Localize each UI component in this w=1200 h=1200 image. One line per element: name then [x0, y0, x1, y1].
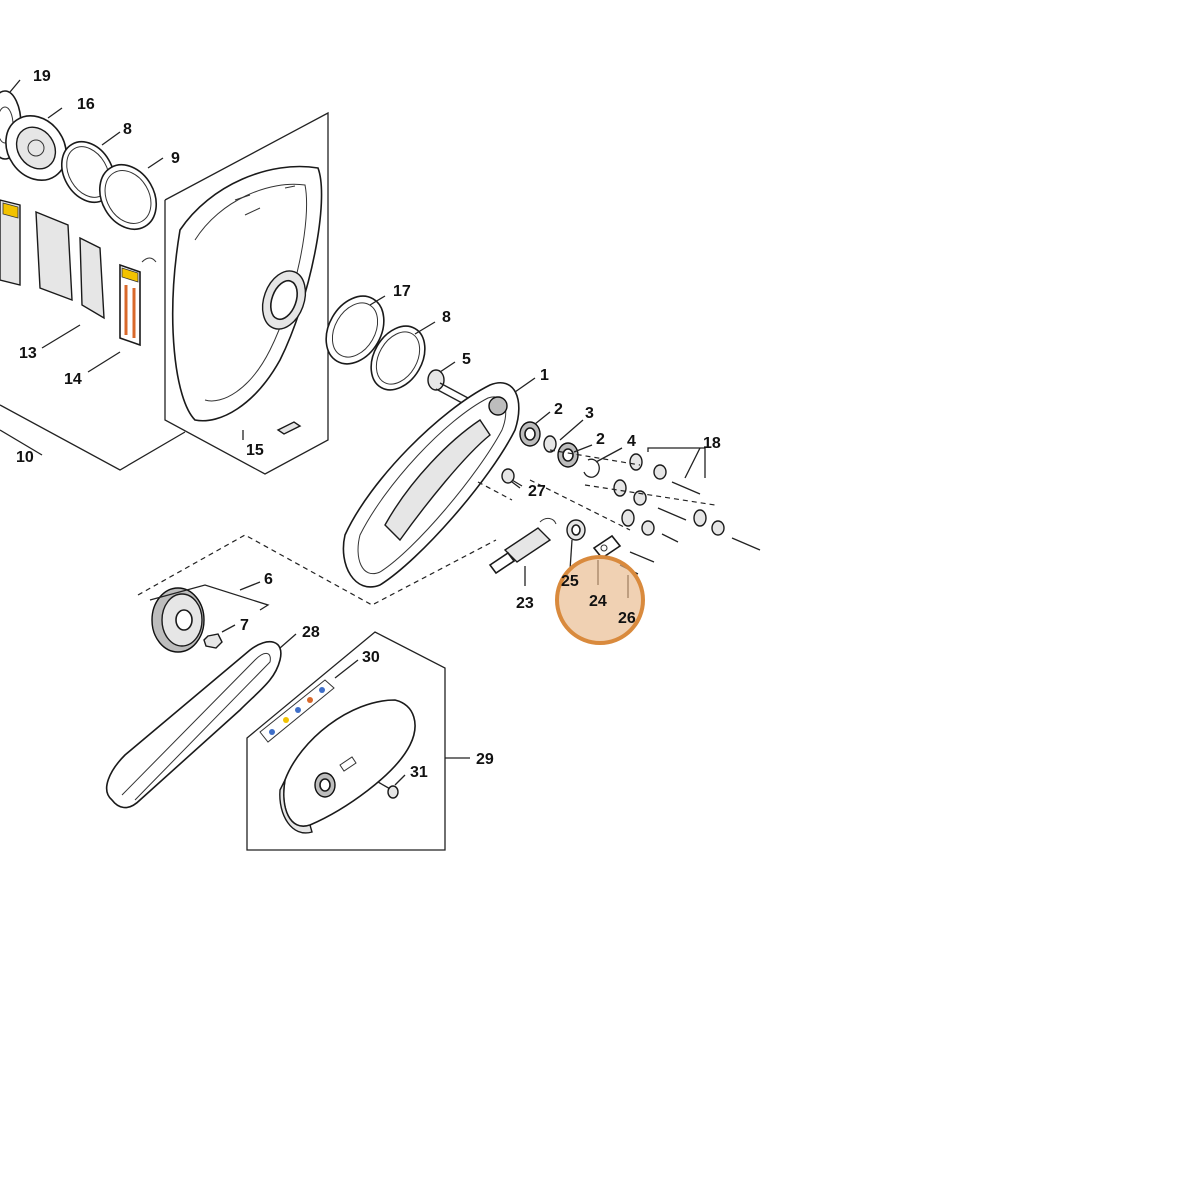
leader-lines-left	[0, 79, 244, 456]
label-part-10: 10	[16, 449, 34, 466]
part-4-circlip	[583, 458, 600, 478]
leader-lines-lower-center	[334, 659, 406, 786]
part-27-screw	[501, 468, 523, 487]
label-part-19: 19	[33, 68, 51, 85]
label-part-9: 9	[171, 150, 180, 167]
part-2-bearing-b	[557, 442, 579, 468]
warning-labels-13	[0, 199, 105, 320]
part-5-shaft	[427, 369, 469, 405]
leader-lines-lower-left	[221, 581, 297, 649]
part-16-flange	[5, 115, 67, 181]
part-18-screws	[613, 453, 761, 563]
part-23-tensioner	[488, 517, 557, 575]
part-30-decal	[259, 679, 335, 743]
part-9-ring	[98, 164, 158, 230]
label-part-3: 3	[585, 405, 594, 422]
cover-part	[279, 699, 416, 834]
label-part-29: 29	[476, 751, 494, 768]
label-part-30: 30	[362, 649, 380, 666]
housing-part-1	[342, 382, 520, 588]
label-part-15: 15	[246, 442, 264, 459]
label-part-26: 26	[618, 610, 636, 627]
blade-guard	[171, 165, 323, 422]
label-part-6: 6	[264, 571, 273, 588]
label-part-24: 24	[589, 593, 607, 610]
warning-labels-14	[119, 257, 157, 347]
part-15-clip	[276, 421, 302, 435]
label-part-16: 16	[77, 96, 95, 113]
label-part-8-upper: 8	[123, 121, 132, 138]
label-part-18: 18	[703, 435, 721, 452]
part-17-ring	[325, 295, 385, 365]
label-part-7: 7	[240, 617, 249, 634]
part-31-screw	[377, 781, 399, 799]
label-part-8-lower: 8	[442, 309, 451, 326]
part-6-pulley	[151, 587, 205, 653]
label-part-31: 31	[410, 764, 428, 781]
label-part-28: 28	[302, 624, 320, 641]
cover-assembly-frame	[246, 631, 470, 851]
label-part-25: 25	[561, 573, 579, 590]
part-8-ring-lower	[370, 325, 426, 391]
label-part-2a: 2	[554, 401, 563, 418]
part-3-spacer	[543, 435, 557, 453]
part-28-belt	[106, 640, 282, 809]
label-part-13: 13	[19, 345, 37, 362]
label-part-27: 27	[528, 483, 546, 500]
label-part-1: 1	[540, 367, 549, 384]
part-24-plate	[592, 534, 622, 560]
label-part-4: 4	[627, 433, 636, 450]
label-part-17: 17	[393, 283, 411, 300]
highlight-circle	[555, 555, 645, 645]
part-7-nut	[203, 633, 223, 649]
part-2-bearing-a	[519, 421, 541, 447]
label-part-14: 14	[64, 371, 82, 388]
part-6-bracket	[149, 584, 270, 611]
guard-assembly-frame	[0, 111, 329, 475]
dashed-axis-lines	[137, 449, 716, 606]
label-part-23: 23	[516, 595, 534, 612]
part-25-spring	[566, 519, 586, 541]
label-part-2b: 2	[596, 431, 605, 448]
label-part-5: 5	[462, 351, 471, 368]
